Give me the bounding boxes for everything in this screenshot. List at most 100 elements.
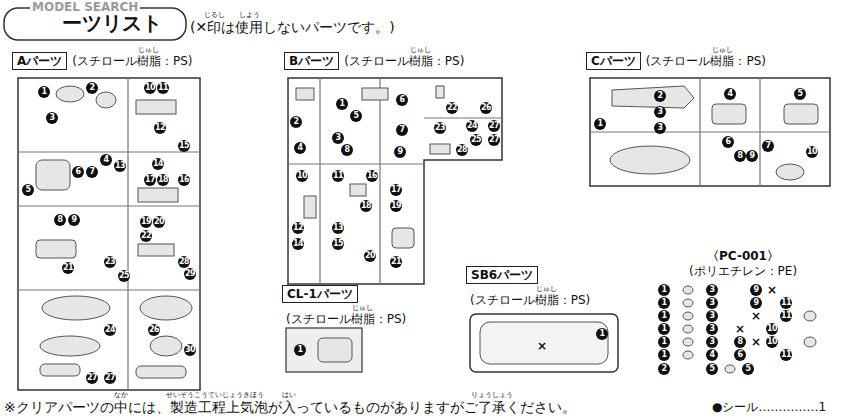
callout-number: 18: [360, 200, 372, 212]
callout-number: 8: [734, 150, 746, 162]
runner-panel: Aパーツ(スチロール樹脂：PS): [12, 52, 212, 392]
part: [683, 338, 693, 346]
callout-number: 26: [480, 102, 492, 114]
part: [436, 86, 444, 98]
part: [683, 312, 693, 320]
part: [304, 196, 316, 218]
callout-number: 5: [794, 88, 806, 100]
callout-number: 11: [780, 297, 792, 309]
callout-number: 2: [86, 82, 98, 94]
runner-frame: [288, 78, 502, 284]
material-text: (スチロール樹脂：PS): [470, 293, 590, 307]
callout-number: 13: [332, 222, 344, 234]
callout-number: 29: [184, 268, 196, 280]
callout-number: 4: [706, 349, 718, 361]
callout-number: 3: [46, 112, 58, 124]
callout-number: 17: [144, 174, 156, 186]
callout-number: 9: [394, 146, 406, 158]
callout-number: 7: [762, 140, 774, 152]
callout-number: 28: [178, 256, 190, 268]
callout-number: 7: [86, 166, 98, 178]
stand-part: [480, 322, 608, 364]
part: [56, 86, 84, 102]
callout-number: 5: [706, 363, 718, 375]
callout-number: 7: [396, 124, 408, 136]
callout-number: 12: [292, 222, 304, 234]
runner-b: [288, 78, 502, 284]
callout-number: 3: [706, 297, 718, 309]
callout-number: 4: [724, 88, 736, 100]
runner-frame: [470, 314, 618, 372]
callout-number: 9: [750, 297, 762, 309]
runner-name: SB6パーツ: [466, 266, 538, 284]
callout-number: 19: [390, 200, 402, 212]
furigana: じゅし: [352, 305, 373, 312]
callout-number: 21: [390, 256, 402, 268]
callout-number: 14: [292, 238, 304, 250]
callout-number: 3: [706, 323, 718, 335]
furigana: じるし: [204, 12, 225, 19]
part: [318, 338, 352, 362]
callout-number: 26: [148, 324, 160, 336]
callout-number: 9: [746, 150, 758, 162]
callout-number: 10: [806, 146, 818, 158]
runner-gate: [18, 78, 200, 390]
furigana: しよう: [239, 12, 260, 19]
part: [683, 351, 693, 359]
callout-number: 20: [364, 250, 376, 262]
runner-a: [18, 78, 200, 390]
callout-number: 22: [140, 230, 152, 242]
runner-name: Cパーツ: [586, 52, 641, 70]
part: [683, 299, 693, 307]
part: [610, 146, 690, 174]
callout-number: 25: [470, 134, 482, 146]
callout-number: 23: [104, 256, 116, 268]
runner-pc001: [683, 286, 816, 373]
callout-number: 11: [780, 349, 792, 361]
callout-number: 13: [114, 160, 126, 172]
list-title: ーツリスト: [62, 13, 162, 33]
callout-number: 2: [654, 90, 666, 102]
material-text: (スチロール樹脂：PS): [646, 54, 766, 68]
callout-number: 8: [54, 214, 66, 226]
callout-number: 4: [294, 142, 306, 154]
furigana: じゅし: [410, 47, 431, 54]
callout-number: 2: [658, 363, 670, 375]
callout-number: 27: [86, 372, 98, 384]
callout-number: 16: [178, 174, 190, 186]
furigana: きほう: [243, 392, 264, 399]
note-text: ●シール……………1: [712, 401, 826, 413]
part: [804, 337, 816, 347]
callout-number: 5: [350, 110, 362, 122]
unused-mark: ×: [766, 283, 778, 297]
part: [784, 104, 818, 124]
callout-number: 21: [62, 262, 74, 274]
callout-number: 6: [722, 136, 734, 148]
furigana: なか: [114, 392, 128, 399]
callout-number: 1: [658, 297, 670, 309]
part: [362, 88, 388, 100]
runner-panel: Cパーツ (スチロール樹脂：PS): [586, 52, 836, 190]
part: [712, 104, 746, 124]
callout-number: 4: [100, 154, 112, 166]
callout-number: 1: [294, 344, 306, 356]
unused-mark: ×: [750, 335, 762, 349]
callout-number: 1: [594, 118, 606, 130]
callout-number: 9: [68, 214, 80, 226]
callout-number: 3: [706, 284, 718, 296]
runner-gate: [288, 78, 502, 284]
part: [138, 188, 178, 202]
part: [612, 86, 694, 108]
callout-number: 3: [706, 310, 718, 322]
callout-number: 27: [488, 120, 500, 132]
furigana: はい: [282, 392, 296, 399]
material-text: (スチロール樹脂：PS): [72, 54, 192, 68]
part: [138, 244, 174, 256]
callout-number: 6: [72, 166, 84, 178]
callout-number: 10: [766, 336, 778, 348]
part: [96, 92, 116, 108]
callout-number: 18: [157, 174, 169, 186]
furigana: りょうしょう: [471, 392, 513, 399]
callout-number: 24: [104, 324, 116, 336]
callout-number: 10: [296, 170, 308, 182]
